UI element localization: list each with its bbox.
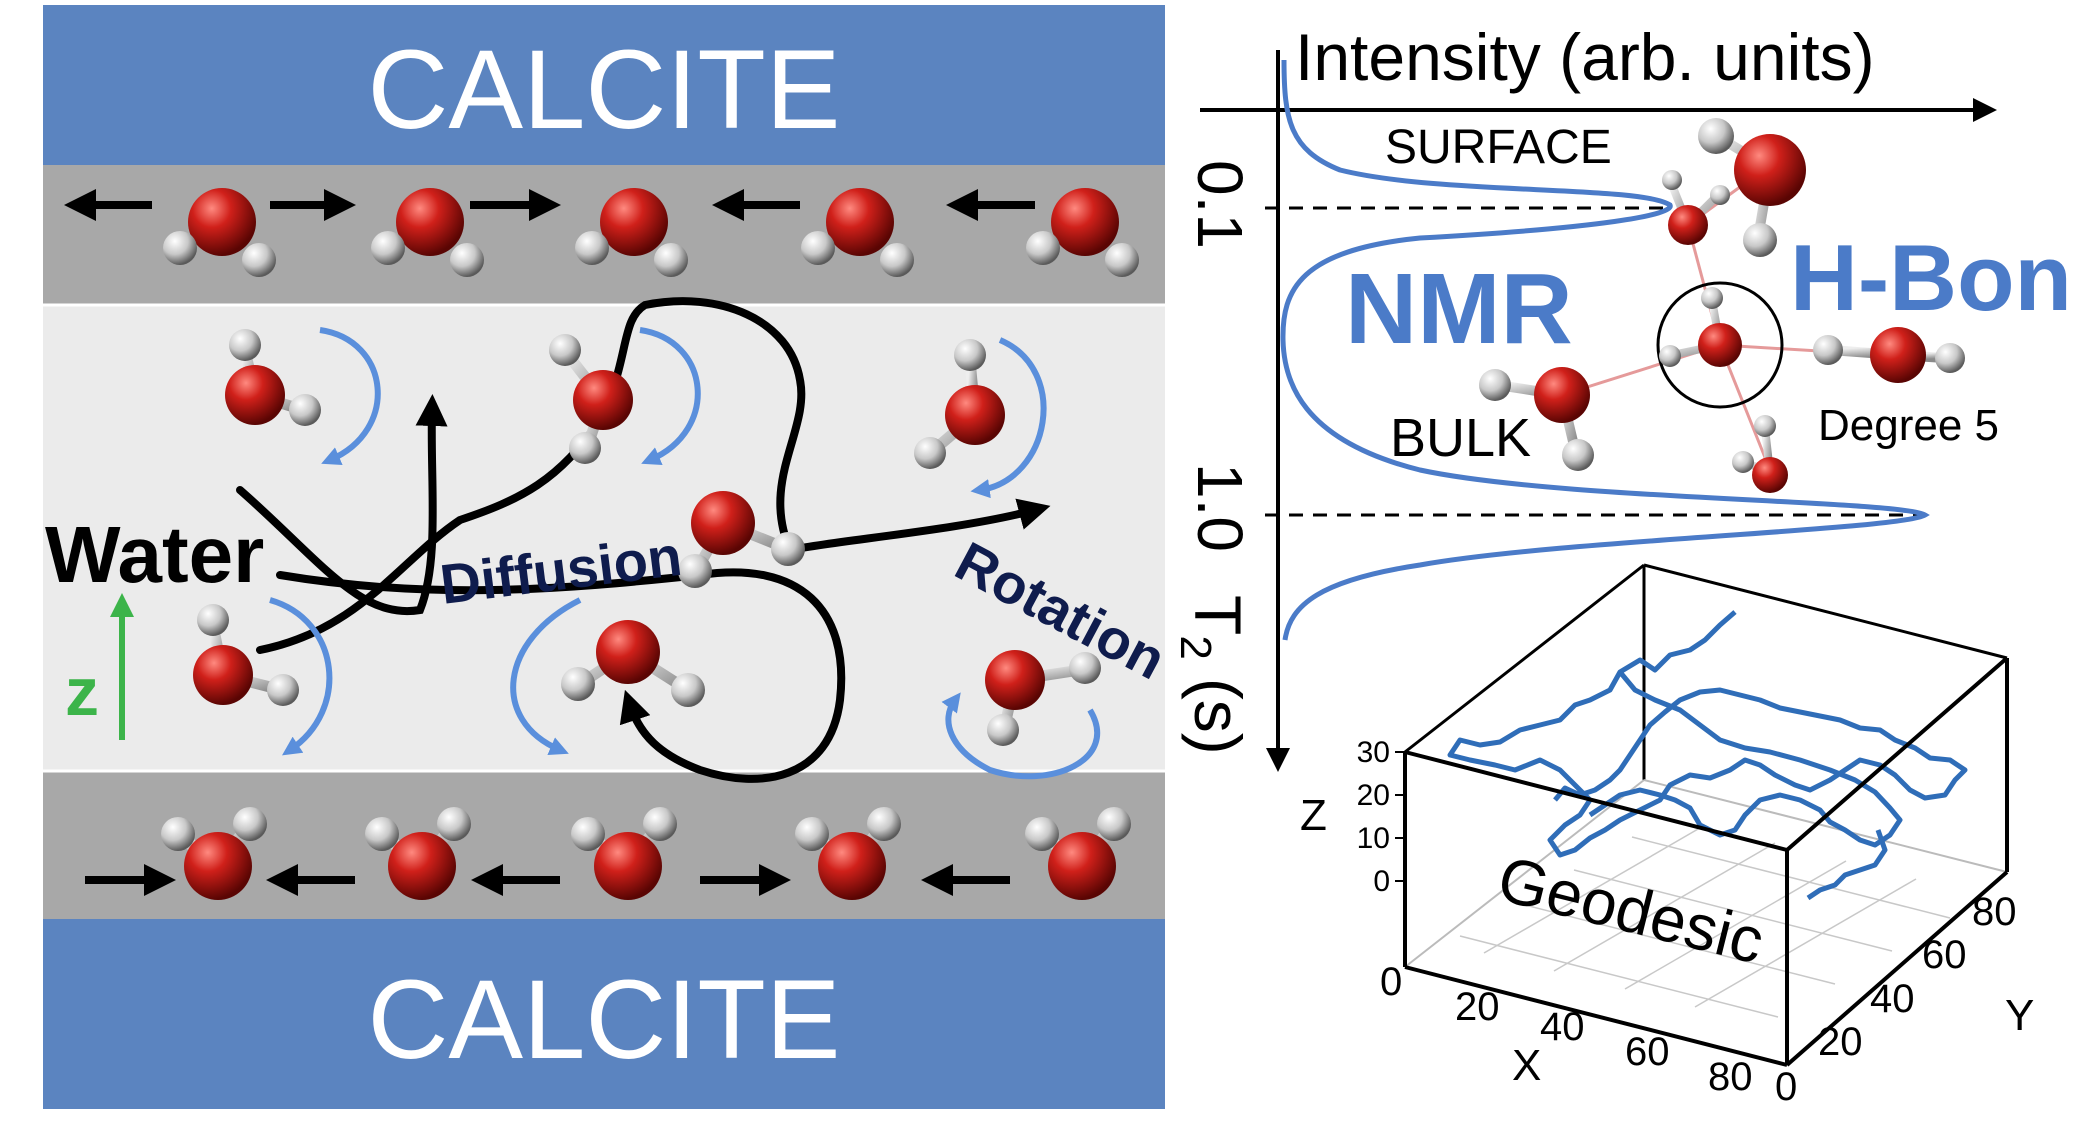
calcite-bottom-block xyxy=(43,919,1165,1109)
water-molecule xyxy=(575,188,688,277)
y-tick-80: 80 xyxy=(1972,890,2017,934)
y-tick-60: 60 xyxy=(1922,933,1967,977)
z-tick-20: 20 xyxy=(1357,779,1390,812)
y-axis-label: Y xyxy=(2005,991,2034,1040)
box-back-edges xyxy=(1404,563,2008,968)
z-tick-30: 30 xyxy=(1357,736,1390,769)
calcite-top-block xyxy=(43,5,1165,165)
water-molecule xyxy=(1026,188,1139,277)
t2-unit: (s) xyxy=(1181,678,1255,755)
rotation-arrow xyxy=(970,337,1047,499)
water-molecule xyxy=(163,188,276,277)
water-molecule xyxy=(795,807,901,900)
neighbor-water-molecule xyxy=(1732,415,1788,493)
neighbor-water-molecule xyxy=(1662,170,1730,245)
water-molecule xyxy=(1025,807,1131,900)
water-molecule xyxy=(801,188,914,277)
geodesic-trajectory-end xyxy=(1806,829,1888,901)
geodesic-trajectory-branch xyxy=(1588,670,1903,848)
geodesic-trajectory-main xyxy=(1447,610,1968,858)
calcite-slab-diagram: CALCITE CALCITE xyxy=(43,5,1165,1109)
z-axis-label: Z xyxy=(1300,791,1327,840)
t2-axis-title: T2 (s) xyxy=(1171,595,1255,755)
rotation-arrow xyxy=(941,692,1100,780)
x-tick-80: 80 xyxy=(1708,1055,1753,1099)
rotation-arrow xyxy=(510,597,582,756)
water-label: Water xyxy=(45,510,264,599)
z-axis-label: z xyxy=(65,654,99,730)
nmr-distribution-curve xyxy=(1280,59,1930,641)
t2-symbol: T xyxy=(1181,595,1255,635)
diffusion-path-3 xyxy=(276,568,846,783)
diffusion-path-1 xyxy=(236,394,448,616)
water-molecule xyxy=(985,650,1101,746)
neighbor-water-molecule xyxy=(1479,367,1594,471)
neighbor-water-molecule xyxy=(1698,118,1806,257)
hbond-label: H-Bond xyxy=(1790,225,2074,330)
hbond-network xyxy=(1479,118,1965,493)
surface-molecules-bottom xyxy=(161,807,1131,900)
tick-label-0.1: 0.1 xyxy=(1184,160,1256,249)
central-water-molecule xyxy=(1659,287,1742,367)
z-tick-10: 10 xyxy=(1357,822,1390,855)
water-molecule xyxy=(225,329,321,426)
degree-highlight-circle xyxy=(1656,281,1784,409)
rotation-arrows xyxy=(269,327,1100,780)
surface-label: SURFACE xyxy=(1385,121,1612,174)
x-tick-0: 0 xyxy=(1380,960,1402,1004)
water-molecule xyxy=(561,620,705,707)
x-tick-20: 20 xyxy=(1455,985,1500,1029)
nmr-plot: Intensity (arb. units) T2 (s) 0.1 1.0 SUR… xyxy=(1171,20,2074,772)
geodesic-plot: Geodesic 30 20 10 0 Z 0 20 40 60 80 X 0 … xyxy=(1300,563,2034,1109)
y-tick-0: 0 xyxy=(1775,1065,1797,1109)
intensity-axis-title: Intensity (arb. units) xyxy=(1295,20,1875,94)
floor-grid xyxy=(1459,824,1951,1018)
water-molecule xyxy=(571,807,677,900)
nmr-label: NMR xyxy=(1345,253,1573,365)
x-tick-40: 40 xyxy=(1540,1005,1585,1049)
rotation-arrow xyxy=(319,327,381,466)
svg-text:T2(s): T2 (s) xyxy=(1171,595,1255,755)
degree-label: Degree 5 xyxy=(1818,401,1999,450)
x-axis-label: X xyxy=(1512,1041,1541,1090)
calcite-top-label: CALCITE xyxy=(368,27,841,152)
t2-subscript: 2 xyxy=(1171,635,1220,659)
water-molecule xyxy=(914,339,1005,469)
x-tick-60: 60 xyxy=(1625,1030,1670,1074)
bulk-label: BULK xyxy=(1390,408,1531,468)
y-tick-20: 20 xyxy=(1818,1020,1863,1064)
rotation-arrow xyxy=(269,597,333,756)
water-molecule xyxy=(161,807,267,900)
box-front-edges xyxy=(1403,656,2009,1067)
axis-ticks xyxy=(1395,751,1405,882)
bulk-molecules xyxy=(193,329,1101,746)
water-molecule xyxy=(549,334,633,464)
z-tick-0: 0 xyxy=(1373,865,1390,898)
surface-molecules-top xyxy=(163,188,1139,277)
water-molecule xyxy=(371,188,484,277)
geodesic-title: Geodesic xyxy=(1491,842,1771,977)
rotation-arrow xyxy=(639,327,701,466)
water-molecule xyxy=(678,491,805,588)
tick-label-1.0: 1.0 xyxy=(1184,463,1256,552)
y-tick-40: 40 xyxy=(1870,977,1915,1021)
calcite-bottom-label: CALCITE xyxy=(368,957,841,1082)
water-molecule xyxy=(365,807,471,900)
water-molecule xyxy=(193,604,299,706)
neighbor-water-molecule xyxy=(1813,327,1965,383)
